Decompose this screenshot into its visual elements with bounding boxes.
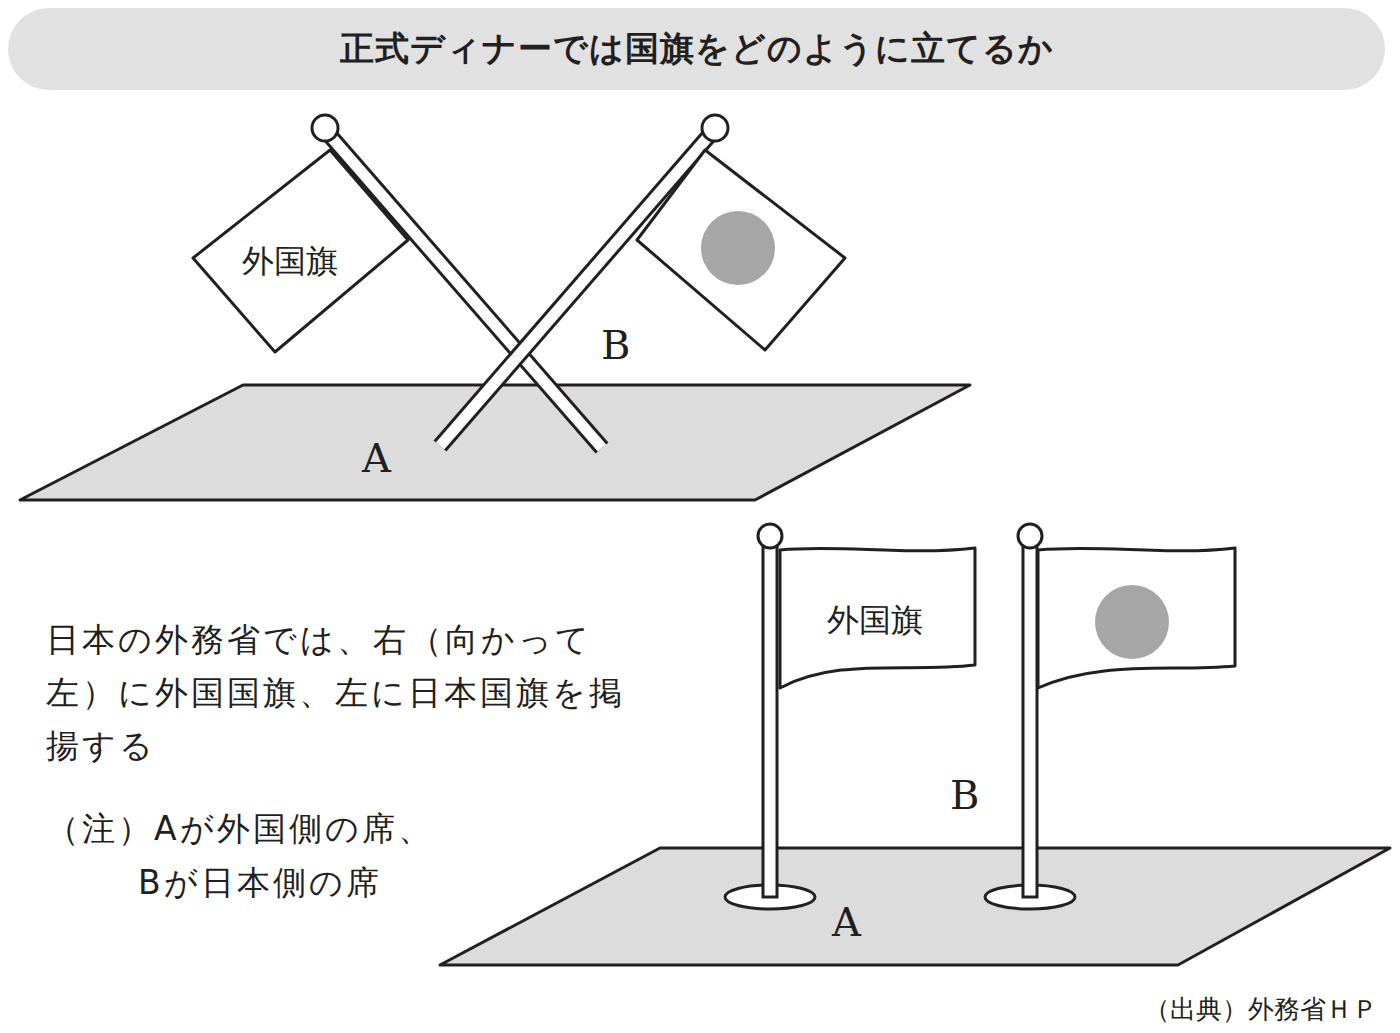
table-top — [20, 385, 970, 500]
title: 正式ディナーでは国旗をどのように立てるか — [8, 10, 1385, 88]
flag-pole — [440, 130, 714, 446]
pole-ball — [312, 115, 338, 141]
pole-ball — [1018, 524, 1042, 548]
japan-flag — [1038, 548, 1235, 688]
title-band — [8, 8, 1385, 90]
flag-pole — [763, 540, 777, 897]
flag-pole — [1023, 540, 1037, 897]
flag-pole — [325, 130, 602, 448]
flag-cloth — [780, 548, 975, 688]
flag-pole — [325, 130, 602, 448]
pole-ball — [758, 524, 782, 548]
flag-pole — [440, 130, 714, 446]
flag-text: 外国旗 — [242, 240, 338, 284]
seat-letter: B — [601, 325, 630, 365]
seat-letter: A — [362, 438, 391, 478]
footnote: （注）Aが外国側の席、 — [46, 803, 434, 856]
japan-flag-sun — [701, 211, 775, 285]
foreign-flag: 外国旗 — [778, 545, 978, 691]
flag-text: 外国旗 — [827, 599, 923, 643]
flag-cloth — [193, 150, 408, 352]
seat-letter: B — [950, 775, 979, 815]
footnote: Bが日本側の席 — [138, 857, 382, 910]
foreign-flag: 外国旗 — [190, 145, 412, 357]
seat-letter: A — [832, 902, 861, 942]
japan-flag-sun — [1095, 585, 1169, 659]
japan-flag — [637, 150, 845, 350]
source-caption: （出典）外務省ＨＰ — [1144, 992, 1378, 1027]
pole-ball — [702, 115, 728, 141]
table-top — [440, 848, 1390, 965]
explanation-note: 日本の外務省では、右（向かって左）に外国国旗、左に日本国旗を掲揚する — [46, 614, 656, 772]
